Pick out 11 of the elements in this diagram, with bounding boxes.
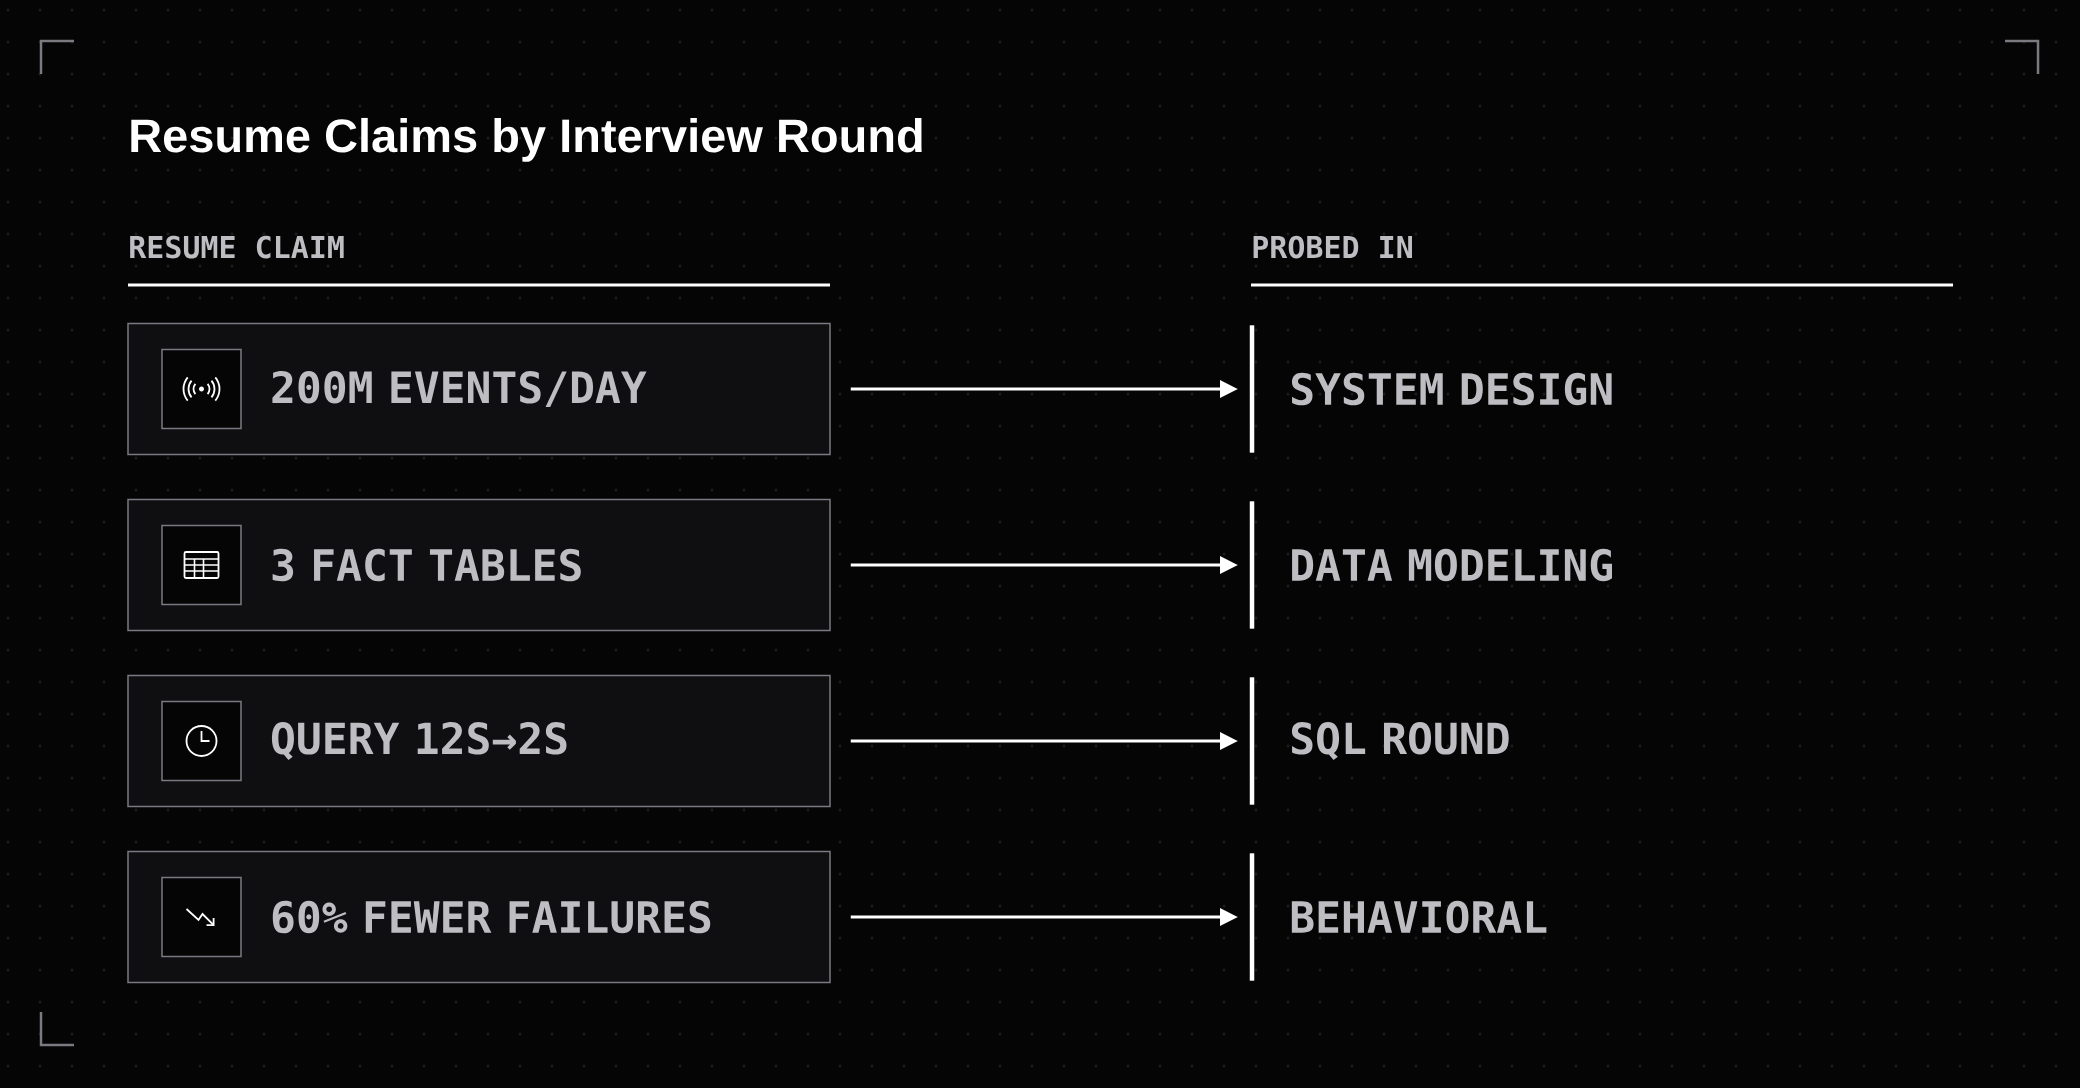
claim-box: QUERY 12S→2S: [127, 674, 831, 808]
column-header: RESUME CLAIM: [130, 235, 344, 259]
column-header: PROBED IN: [1253, 235, 1412, 259]
round-label: SQL ROUND: [1249, 677, 1509, 805]
claim-box: 60% FEWER FAILURES: [127, 850, 831, 984]
round-label: DATA MODELING: [1249, 501, 1612, 629]
claim-box: 3 FACT TABLES: [127, 498, 831, 632]
round-label: SYSTEM DESIGN: [1249, 325, 1612, 453]
claim-box: 200M EVENTS/DAY: [127, 322, 831, 456]
round-label: BEHAVIORAL: [1249, 853, 1547, 981]
title: Resume Claims by Interview Round: [131, 117, 922, 162]
